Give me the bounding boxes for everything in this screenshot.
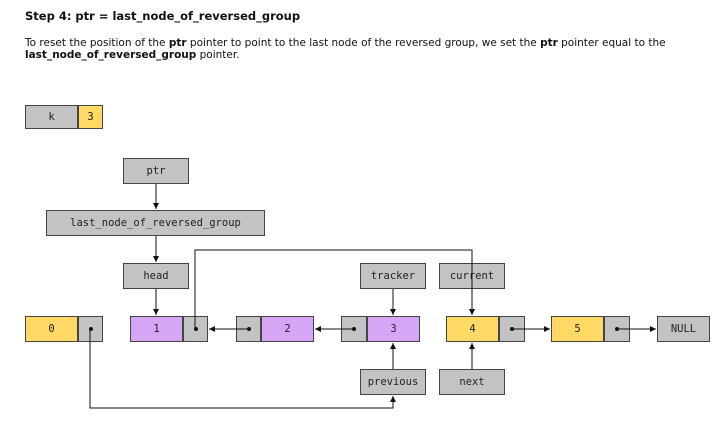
last-node-pointer: last_node_of_reversed_group xyxy=(46,210,265,236)
node-3-value: 3 xyxy=(367,316,420,342)
node-2-value: 2 xyxy=(261,316,314,342)
desc-ptr: ptr xyxy=(540,37,558,49)
node-1-value: 1 xyxy=(130,316,183,342)
previous-pointer: previous xyxy=(360,369,426,395)
arrow-node-0-to-previous xyxy=(89,329,396,409)
step-description: To reset the position of the ptr pointer… xyxy=(25,37,705,61)
k-label: k xyxy=(25,105,78,129)
null-box: NULL xyxy=(657,316,710,342)
arrow-node-1-to-node-4 xyxy=(194,249,475,329)
next-pointer: next xyxy=(439,369,505,395)
desc-part: pointer equal to the xyxy=(557,37,666,49)
pointer-dot xyxy=(246,327,251,331)
desc-part: pointer. xyxy=(196,49,240,61)
ptr-pointer: ptr xyxy=(123,158,189,184)
head-pointer: head xyxy=(123,263,189,289)
node-4-value: 4 xyxy=(446,316,499,342)
node-0-value: 0 xyxy=(25,316,78,342)
step-title: Step 4: ptr = last_node_of_reversed_grou… xyxy=(25,9,301,23)
node-5-value: 5 xyxy=(551,316,604,342)
k-value: 3 xyxy=(78,105,103,129)
tracker-pointer: tracker xyxy=(360,263,426,289)
desc-target: last_node_of_reversed_group xyxy=(25,49,197,61)
desc-ptr: ptr xyxy=(168,37,187,49)
desc-part: To reset the position of the xyxy=(25,37,169,49)
desc-part: pointer to point to the last node of the… xyxy=(186,37,541,49)
